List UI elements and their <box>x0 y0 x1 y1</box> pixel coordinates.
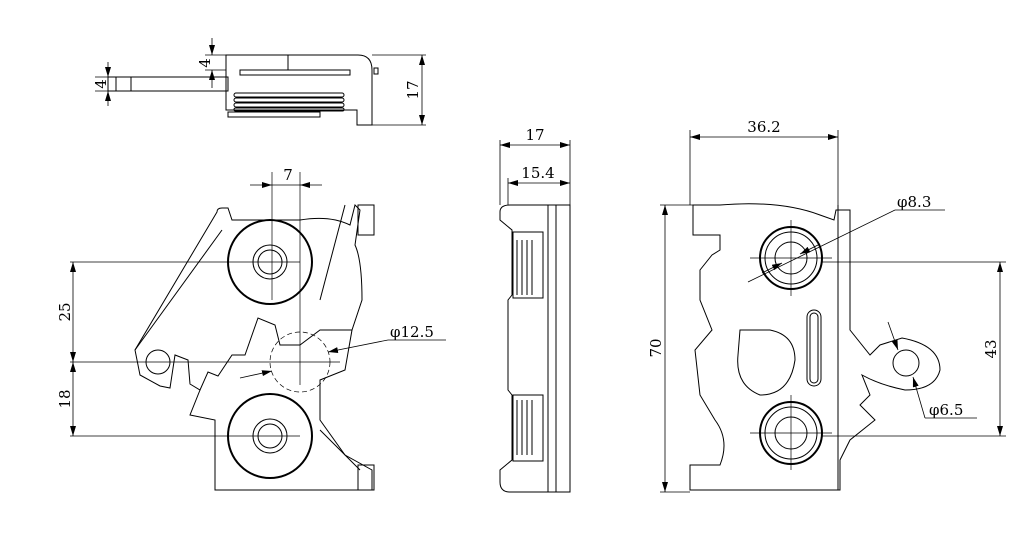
dim-bushing-diameter: φ8.3 <box>897 193 931 211</box>
dim-offset: 4 <box>196 58 214 68</box>
dim-plate-thickness: 4 <box>92 79 110 89</box>
side-springs <box>516 240 533 455</box>
dim-lower-spacing: 18 <box>56 389 74 408</box>
dim-width: 36.2 <box>747 118 780 136</box>
top-view: 4 4 17 <box>92 38 426 126</box>
rear-view: 36.2 70 43 φ8.3 φ6.5 <box>647 118 1006 493</box>
dim-hole-spacing: 43 <box>982 339 1000 358</box>
dim-pivot-diameter: φ6.5 <box>929 401 963 419</box>
dim-height: 70 <box>647 338 665 357</box>
dim-offset-x: 7 <box>283 166 293 184</box>
front-view: 7 25 18 φ12.5 <box>56 166 446 491</box>
dim-inner-width: 15.4 <box>521 164 554 182</box>
side-view: 17 15.4 <box>499 126 571 493</box>
top-spring <box>233 92 345 112</box>
dim-overall-width: 17 <box>525 126 544 144</box>
dim-diameter: φ12.5 <box>390 323 434 341</box>
dim-height: 17 <box>404 80 422 99</box>
dim-upper-spacing: 25 <box>56 302 74 321</box>
